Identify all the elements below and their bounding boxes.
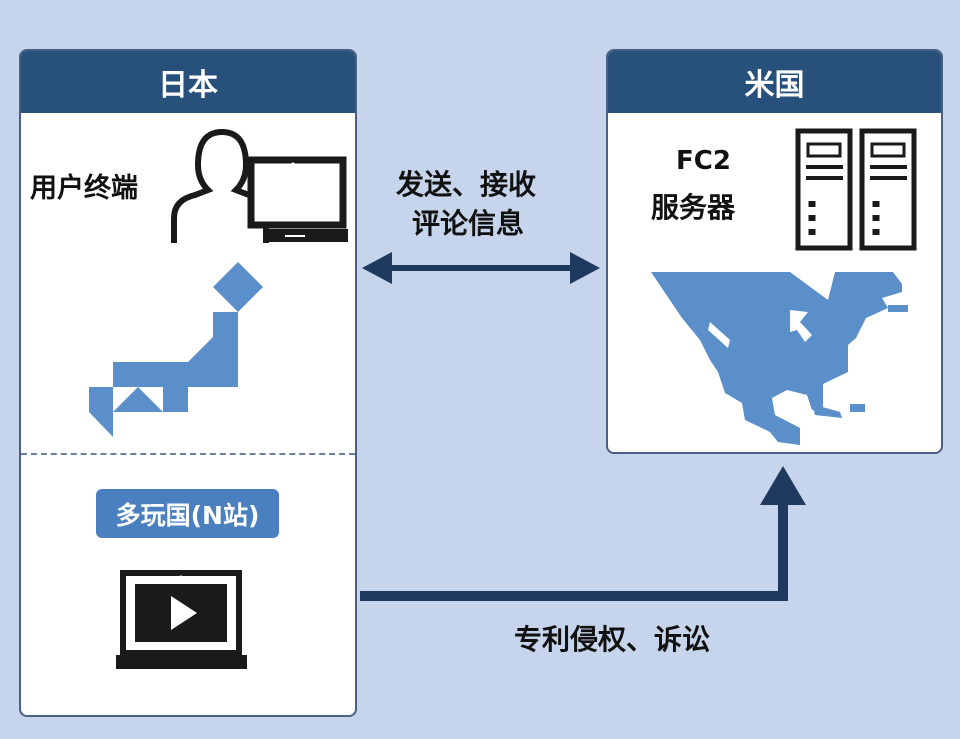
divider: [21, 453, 355, 455]
fc2-label: FC2: [676, 146, 731, 176]
video-player-icon: [116, 570, 247, 669]
north-america-map-icon: [651, 272, 908, 445]
usa-header: 米国: [608, 51, 941, 113]
exchange-double-arrow: [362, 252, 600, 284]
company-badge: 多玩国(N站): [96, 489, 279, 538]
server-icon: [795, 128, 917, 251]
japan-header: 日本: [21, 51, 355, 113]
exchange-label-2: 评论信息: [412, 207, 525, 240]
server-label: 服务器: [651, 191, 736, 224]
japan-map-icon: [89, 262, 263, 437]
user-terminal-label: 用户终端: [30, 173, 138, 204]
laptop-icon: [247, 156, 348, 242]
exchange-label-1: 发送、接收: [396, 168, 537, 201]
lawsuit-arrow: [360, 466, 806, 601]
lawsuit-label: 专利侵权、诉讼: [514, 623, 711, 656]
